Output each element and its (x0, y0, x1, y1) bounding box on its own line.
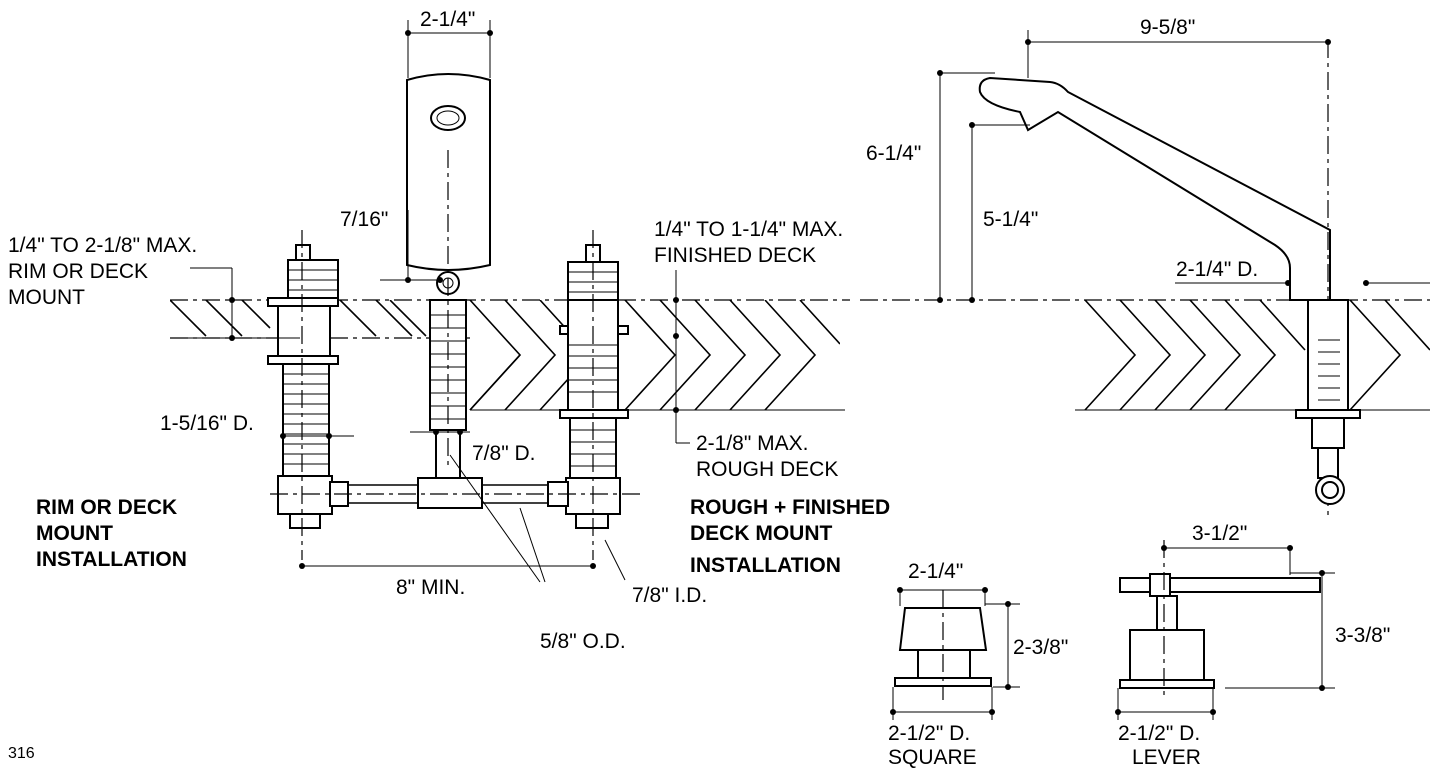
spout-offset-label: 7/16" (340, 208, 389, 231)
square-handle (890, 587, 1020, 720)
finished-deck-range-label: 1/4" TO 1-1/4" MAX. (654, 218, 844, 241)
spout-base-diameter-label: 2-1/4" D. (1176, 258, 1259, 281)
rim-install-title-1: RIM OR DECK (36, 496, 178, 519)
dimension-dots (229, 30, 679, 569)
left-deck-hatch (170, 300, 840, 411)
right-valve-body (547, 244, 629, 529)
finished-deck-label: FINISHED DECK (654, 244, 817, 267)
lever-height-label: 3-3/8" (1335, 624, 1391, 647)
left-valve-body (267, 244, 349, 529)
supply-pipes (270, 484, 640, 504)
min-spacing-label: 8" MIN. (396, 576, 466, 599)
valve-diameter-label: 1-5/16" D. (160, 412, 254, 435)
inner-diameter-label: 7/8" I.D. (632, 584, 708, 607)
rough-install-title-1: ROUGH + FINISHED (690, 496, 891, 519)
rough-deck-max-label: 2-1/8" MAX. (696, 432, 809, 455)
right-dimensions (939, 30, 1430, 300)
rim-deck-range-label: 1/4" TO 2-1/8" MAX. (8, 234, 198, 257)
page-number: 316 (8, 745, 35, 762)
rim-install-title-2: MOUNT (36, 522, 113, 545)
square-height-label: 2-3/8" (1013, 636, 1069, 659)
lever-name-label: LEVER (1132, 746, 1201, 769)
square-base-label: 2-1/2" D. (888, 722, 971, 745)
lever-reach-label: 3-1/2" (1192, 522, 1248, 545)
spout-height-label: 6-1/4" (866, 142, 922, 165)
right-deck-hatch (1084, 300, 1430, 411)
spout-reach-label: 9-5/8" (1140, 16, 1196, 39)
spout-outlet-height-label: 5-1/4" (983, 208, 1039, 231)
square-width-label: 2-1/4" (908, 560, 964, 583)
mount-label: MOUNT (8, 286, 85, 309)
square-name-label: SQUARE (888, 746, 977, 769)
rim-or-deck-label: RIM OR DECK (8, 260, 149, 283)
outer-diameter-label: 5/8" O.D. (540, 630, 626, 653)
lever-base-label: 2-1/2" D. (1118, 722, 1201, 745)
rough-install-title-3: INSTALLATION (690, 554, 841, 577)
rough-install-title-2: DECK MOUNT (690, 522, 833, 545)
spout-width-label: 2-1/4" (420, 8, 476, 31)
rim-install-title-3: INSTALLATION (36, 548, 187, 571)
tee-diameter-label: 7/8" D. (472, 442, 536, 465)
center-spout (406, 73, 491, 509)
rough-deck-label: ROUGH DECK (696, 458, 839, 481)
lever-handle (1115, 540, 1335, 720)
side-view-shank (1295, 299, 1361, 505)
